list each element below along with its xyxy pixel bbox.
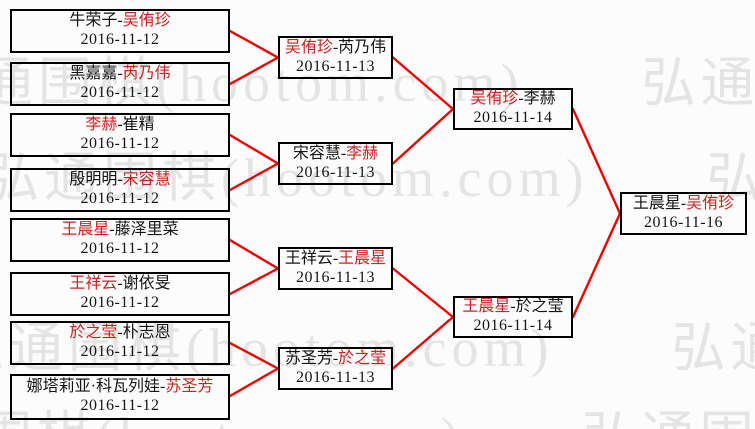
player1-name: 宋容慧 — [292, 144, 341, 162]
player2-name: 王晨星 — [338, 249, 387, 267]
player1-name: 吴侑珍 — [470, 90, 519, 108]
match-box-round1-4: 殷明明-宋容慧 2016-11-12 — [10, 168, 230, 212]
match-box-round2-1: 吴侑珍-芮乃伟 2016-11-13 — [278, 36, 393, 79]
separator: - — [510, 298, 516, 316]
player1-name: 苏圣芳 — [284, 349, 333, 367]
separator: - — [117, 171, 123, 189]
player2-name: 於之莹 — [515, 298, 564, 316]
match-box-semifinal-1: 吴侑珍-李赫 2016-11-14 — [453, 88, 573, 130]
player1-name: 牛荣子 — [69, 12, 118, 30]
match-box-round1-3: 李赫-崔精 2016-11-12 — [10, 113, 230, 157]
player1-name: 吴侑珍 — [284, 38, 333, 56]
match-box-round1-5: 王晨星-藤泽里菜 2016-11-12 — [10, 218, 230, 262]
separator: - — [109, 221, 115, 239]
player2-name: 於之莹 — [338, 349, 387, 367]
match-date: 2016-11-12 — [80, 397, 160, 414]
player1-name: 王晨星 — [61, 221, 110, 239]
separator: - — [680, 194, 687, 212]
separator: - — [117, 324, 123, 342]
player1-name: 王祥云 — [284, 249, 333, 267]
match-box-round1-6: 王祥云-谢依旻 2016-11-12 — [10, 272, 230, 316]
match-players: 王祥云-谢依旻 — [69, 275, 170, 294]
match-box-semifinal-2: 王晨星-於之莹 2016-11-14 — [453, 296, 573, 338]
match-date: 2016-11-13 — [295, 57, 376, 75]
separator: - — [518, 90, 524, 108]
match-players: 王晨星-於之莹 — [462, 298, 563, 317]
match-players: 王晨星-吴侑珍 — [633, 195, 734, 214]
match-box-final: 王晨星-吴侑珍 2016-11-16 — [620, 192, 747, 235]
player2-name: 吴侑珍 — [122, 12, 171, 30]
player2-name: 苏圣芳 — [165, 378, 214, 396]
player2-name: 藤泽里菜 — [114, 221, 179, 239]
match-date: 2016-11-14 — [473, 109, 553, 126]
match-box-round1-7: 於之莹-朴志恩 2016-11-12 — [10, 321, 230, 365]
match-players: 宋容慧-李赫 — [293, 145, 378, 164]
match-date: 2016-11-14 — [473, 317, 553, 334]
match-players: 於之莹-朴志恩 — [69, 324, 170, 343]
player2-name: 芮乃伟 — [338, 38, 387, 56]
player1-name: 娜塔莉亚·科瓦列娃 — [26, 378, 160, 396]
separator: - — [160, 378, 166, 396]
match-players: 吴侑珍-李赫 — [470, 90, 555, 109]
player2-name: 宋容慧 — [122, 171, 171, 189]
player2-name: 谢依旻 — [122, 275, 171, 293]
player1-name: 於之莹 — [69, 324, 118, 342]
player1-name: 王晨星 — [632, 194, 681, 212]
match-date: 2016-11-12 — [80, 84, 160, 101]
watermark-text: 弘通围棋(hootom.com) 弘通围棋(hootom.com) — [0, 148, 755, 208]
match-box-round1-1: 牛荣子-吴侑珍 2016-11-12 — [10, 9, 230, 53]
separator: - — [332, 249, 339, 267]
match-date: 2016-11-12 — [80, 190, 160, 207]
separator: - — [117, 116, 123, 134]
player1-name: 王晨星 — [462, 298, 511, 316]
match-players: 牛荣子-吴侑珍 — [69, 12, 170, 31]
match-players: 吴侑珍-芮乃伟 — [285, 39, 386, 58]
match-players: 王祥云-王晨星 — [285, 250, 386, 269]
match-players: 王晨星-藤泽里菜 — [61, 221, 178, 240]
player1-name: 殷明明 — [69, 171, 118, 189]
match-players: 黑嘉嘉-芮乃伟 — [69, 65, 170, 84]
player2-name: 李赫 — [523, 90, 556, 108]
match-players: 殷明明-宋容慧 — [69, 171, 170, 190]
player2-name: 李赫 — [346, 144, 379, 162]
separator: - — [117, 12, 123, 30]
match-date: 2016-11-12 — [80, 240, 160, 257]
separator: - — [340, 144, 347, 162]
player2-name: 崔精 — [122, 116, 155, 134]
match-date: 2016-11-13 — [295, 268, 376, 286]
player2-name: 朴志恩 — [122, 324, 171, 342]
match-box-round2-3: 王祥云-王晨星 2016-11-13 — [278, 247, 393, 290]
match-date: 2016-11-12 — [80, 135, 160, 152]
match-box-round1-8: 娜塔莉亚·科瓦列娃-苏圣芳 2016-11-12 — [10, 374, 230, 420]
match-players: 娜塔莉亚·科瓦列娃-苏圣芳 — [27, 378, 214, 397]
player1-name: 黑嘉嘉 — [69, 65, 118, 83]
player2-name: 吴侑珍 — [686, 194, 735, 212]
match-date: 2016-11-12 — [80, 31, 160, 48]
separator: - — [332, 38, 339, 56]
separator: - — [117, 65, 123, 83]
match-players: 李赫-崔精 — [85, 116, 154, 135]
separator: - — [332, 349, 339, 367]
match-date: 2016-11-12 — [80, 294, 160, 311]
match-box-round2-4: 苏圣芳-於之莹 2016-11-13 — [278, 347, 393, 390]
player1-name: 王祥云 — [69, 275, 118, 293]
match-date: 2016-11-16 — [643, 213, 724, 231]
separator: - — [117, 275, 123, 293]
watermark-text: 弘通围棋(hootom.com) 弘通围棋(hootom.com) — [0, 392, 755, 429]
match-box-round2-2: 宋容慧-李赫 2016-11-13 — [278, 142, 393, 185]
match-date: 2016-11-12 — [80, 343, 160, 360]
player1-name: 李赫 — [85, 116, 118, 134]
match-players: 苏圣芳-於之莹 — [285, 350, 386, 369]
match-box-round1-2: 黑嘉嘉-芮乃伟 2016-11-12 — [10, 62, 230, 106]
match-date: 2016-11-13 — [295, 163, 376, 181]
player2-name: 芮乃伟 — [122, 65, 171, 83]
match-date: 2016-11-13 — [295, 368, 376, 386]
